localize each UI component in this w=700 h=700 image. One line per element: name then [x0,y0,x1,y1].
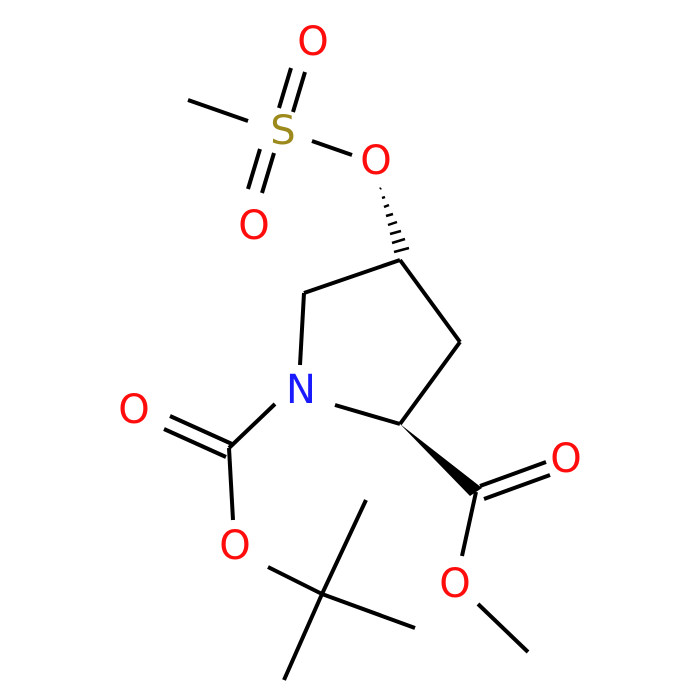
atom-label-nitrogen: N [286,367,316,413]
bond-ch3-s [187,98,249,123]
bond-tbu-ch3-down [282,593,324,681]
bond-c3-c2 [398,340,462,426]
atom-label-oxygen: O [219,523,250,569]
bond-c-o-carbonyl-2 [483,473,551,501]
atom-label-oxygen: O [297,19,328,65]
bond-s-o-top-2 [291,71,307,113]
bond-tbu-ch3-right [321,592,416,630]
bond-tbu-ch3-up [320,499,368,595]
bond-n-c-boc [227,402,277,450]
atom-label-oxygen: O [238,203,269,249]
bond-o-ch3 [476,602,530,654]
atom-label-oxygen: O [439,561,470,607]
bond-o-tbu [267,565,323,596]
hashed-wedge-bond-o-c4 [379,187,410,254]
solid-wedge-bond-c2-c [400,424,482,496]
bond-c4-c5 [303,258,401,295]
atom-label-oxygen: O [550,436,581,482]
bond-boc-c-o [227,447,235,521]
bond-s-o-bottom-1 [260,152,276,194]
bond-boc-c-o-carbonyl-2 [163,427,227,459]
atom-label-oxygen: O [118,387,149,433]
bond-boc-c-o-carbonyl-1 [169,414,233,446]
bond-c5-n [298,292,306,366]
atom-label-sulfur: S [270,108,295,154]
bond-s-o-top-1 [277,67,293,109]
bond-c-o-carbonyl-1 [479,460,547,488]
bond-s-o-ester [311,139,353,157]
bond-n-c2 [334,403,401,426]
bond-c-o-methyl-ester [460,491,478,557]
bond-s-o-bottom-2 [246,148,262,190]
bond-c4-c3 [398,258,462,344]
atom-label-oxygen: O [360,138,391,184]
